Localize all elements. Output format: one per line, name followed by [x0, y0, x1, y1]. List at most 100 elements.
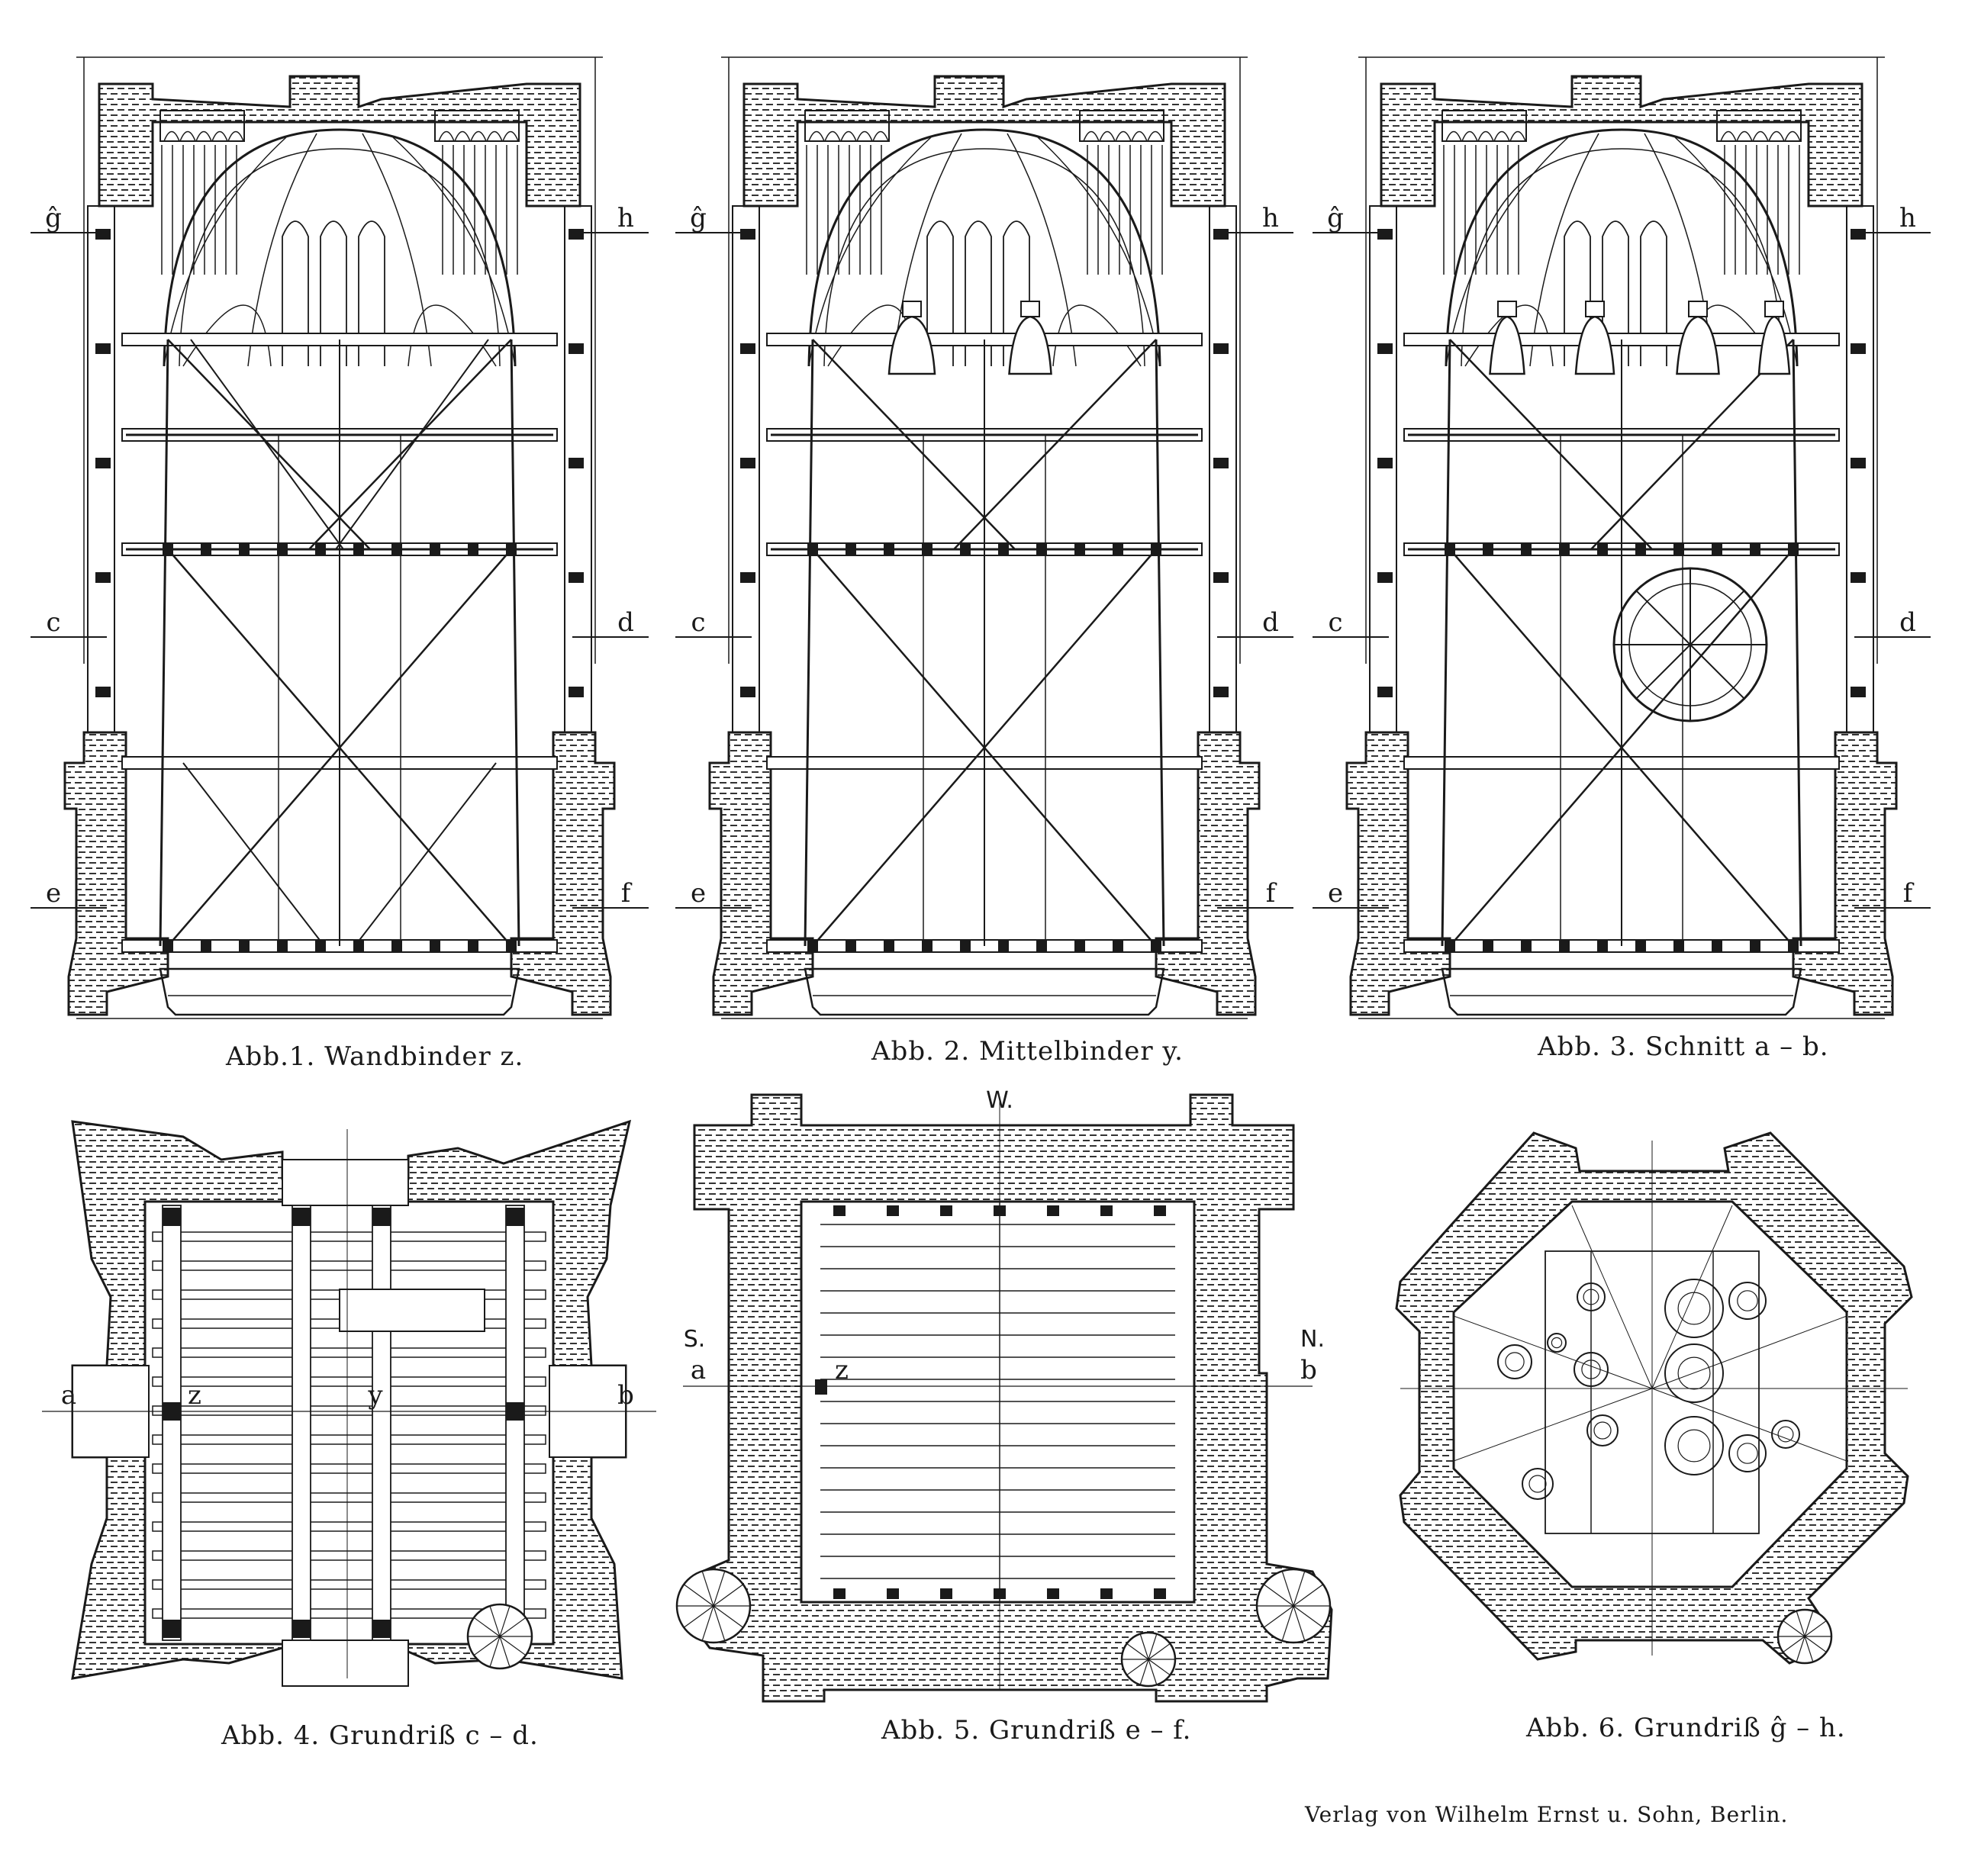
section-mark-a: a — [61, 1380, 76, 1411]
section-mark: d — [1262, 607, 1279, 638]
floor-joist — [152, 1492, 546, 1503]
frieze-right — [1716, 110, 1802, 142]
frame-sill — [162, 1205, 182, 1641]
floor-joist — [152, 1608, 546, 1619]
lancet-window — [1640, 220, 1667, 366]
floor-joist — [152, 1347, 546, 1358]
section-mark: f — [1266, 878, 1277, 909]
lancet-window — [282, 220, 309, 366]
lower-wall-right — [1155, 731, 1261, 1016]
frieze-left — [159, 110, 245, 142]
brace — [167, 549, 512, 947]
section-mark: h — [617, 203, 634, 233]
lower-wall-right — [1792, 731, 1898, 1016]
post-footing — [506, 1208, 524, 1226]
orientation-west: W. — [986, 1087, 1013, 1114]
brace — [953, 339, 1157, 550]
base-plinth — [159, 967, 520, 1016]
bell-ring — [1664, 1343, 1724, 1403]
frieze-right — [434, 110, 520, 142]
base-plinth — [1441, 967, 1802, 1016]
abb1-caption: Abb.1. Wandbinder z. — [226, 1041, 524, 1072]
lancet-window — [320, 220, 347, 366]
bell-ring — [1728, 1434, 1767, 1472]
floor-joist — [152, 1231, 546, 1242]
bell — [1757, 315, 1791, 375]
rope-line — [1651, 1388, 1847, 1462]
pointed-arch — [163, 128, 517, 367]
section-mark: ĝ — [45, 203, 62, 233]
section-mark: d — [1899, 607, 1916, 638]
abb6-drawing — [1395, 1131, 1913, 1665]
section-mark-b: b — [617, 1380, 634, 1411]
abb3-drawing — [1313, 56, 1931, 1019]
opening-north — [282, 1159, 409, 1206]
interior-floor — [143, 1200, 555, 1646]
lancet-window — [926, 220, 954, 366]
abb2-drawing — [675, 56, 1293, 1019]
bell-frame-box — [339, 1289, 485, 1332]
abb5-caption: Abb. 5. Grundriß e – f. — [881, 1715, 1192, 1746]
post-footing — [372, 1208, 391, 1226]
lancet-window — [1602, 220, 1629, 366]
frieze-left — [804, 110, 890, 142]
lancet-window — [358, 220, 385, 366]
section-mark-a: a — [691, 1355, 706, 1385]
opening-south — [282, 1639, 409, 1687]
bell-ring — [1771, 1420, 1800, 1449]
pointed-arch — [807, 128, 1161, 367]
frieze-right — [1079, 110, 1164, 142]
lancet-window — [965, 220, 992, 366]
orientation-north: N. — [1300, 1326, 1325, 1353]
lower-wall-left — [708, 731, 814, 1016]
rope-line — [1571, 1205, 1653, 1389]
abb6-caption: Abb. 6. Grundriß ĝ – h. — [1526, 1713, 1846, 1743]
rope-line — [1651, 1315, 1847, 1389]
bell — [1676, 315, 1720, 375]
bell-ring — [1664, 1416, 1724, 1475]
bell-ring — [1497, 1344, 1532, 1379]
pier-right — [1846, 205, 1874, 741]
post-footing — [163, 1208, 181, 1226]
post-footing — [292, 1620, 311, 1638]
abb2-caption: Abb. 2. Mittelbinder y. — [871, 1036, 1184, 1067]
bell-ring — [1547, 1333, 1567, 1353]
bell-ring — [1664, 1279, 1724, 1338]
brace — [1449, 339, 1653, 550]
bell-ring — [1522, 1468, 1554, 1500]
pier-right — [1209, 205, 1237, 741]
section-mark: c — [1328, 607, 1342, 638]
section-mark: e — [691, 878, 706, 909]
bell-ring — [1577, 1282, 1606, 1311]
rope-line — [1453, 1388, 1653, 1462]
abb4-caption: Abb. 4. Grundriß c – d. — [221, 1720, 539, 1751]
section-mark: ĝ — [1327, 203, 1344, 233]
lower-wall-right — [510, 731, 616, 1016]
section-mark: d — [617, 607, 634, 638]
brace — [812, 549, 1157, 947]
floor-joist — [152, 1521, 546, 1532]
abb3-caption: Abb. 3. Schnitt a – b. — [1538, 1031, 1829, 1062]
frame-post — [1155, 339, 1165, 947]
bell — [887, 315, 936, 375]
section-mark: f — [1903, 878, 1915, 909]
crown-masonry — [98, 75, 581, 208]
frame-post — [1792, 339, 1802, 947]
orientation-south: S. — [684, 1326, 706, 1353]
pier-left — [732, 205, 760, 741]
floor-joist — [152, 1434, 546, 1445]
octagon-interior — [1452, 1200, 1848, 1588]
rope-line — [1453, 1315, 1653, 1389]
crown-masonry — [742, 75, 1226, 208]
frame-sill — [505, 1205, 525, 1641]
floor-joist — [152, 1550, 546, 1561]
brace — [1449, 549, 1794, 947]
section-mark: f — [621, 878, 633, 909]
floor-joist — [152, 1579, 546, 1590]
brace — [167, 339, 371, 550]
abb5-drawing — [675, 1093, 1333, 1703]
publisher-imprint: Verlag von Wilhelm Ernst u. Sohn, Berlin… — [1305, 1802, 1789, 1827]
bell — [1008, 315, 1052, 375]
bell-ring — [1574, 1352, 1609, 1387]
